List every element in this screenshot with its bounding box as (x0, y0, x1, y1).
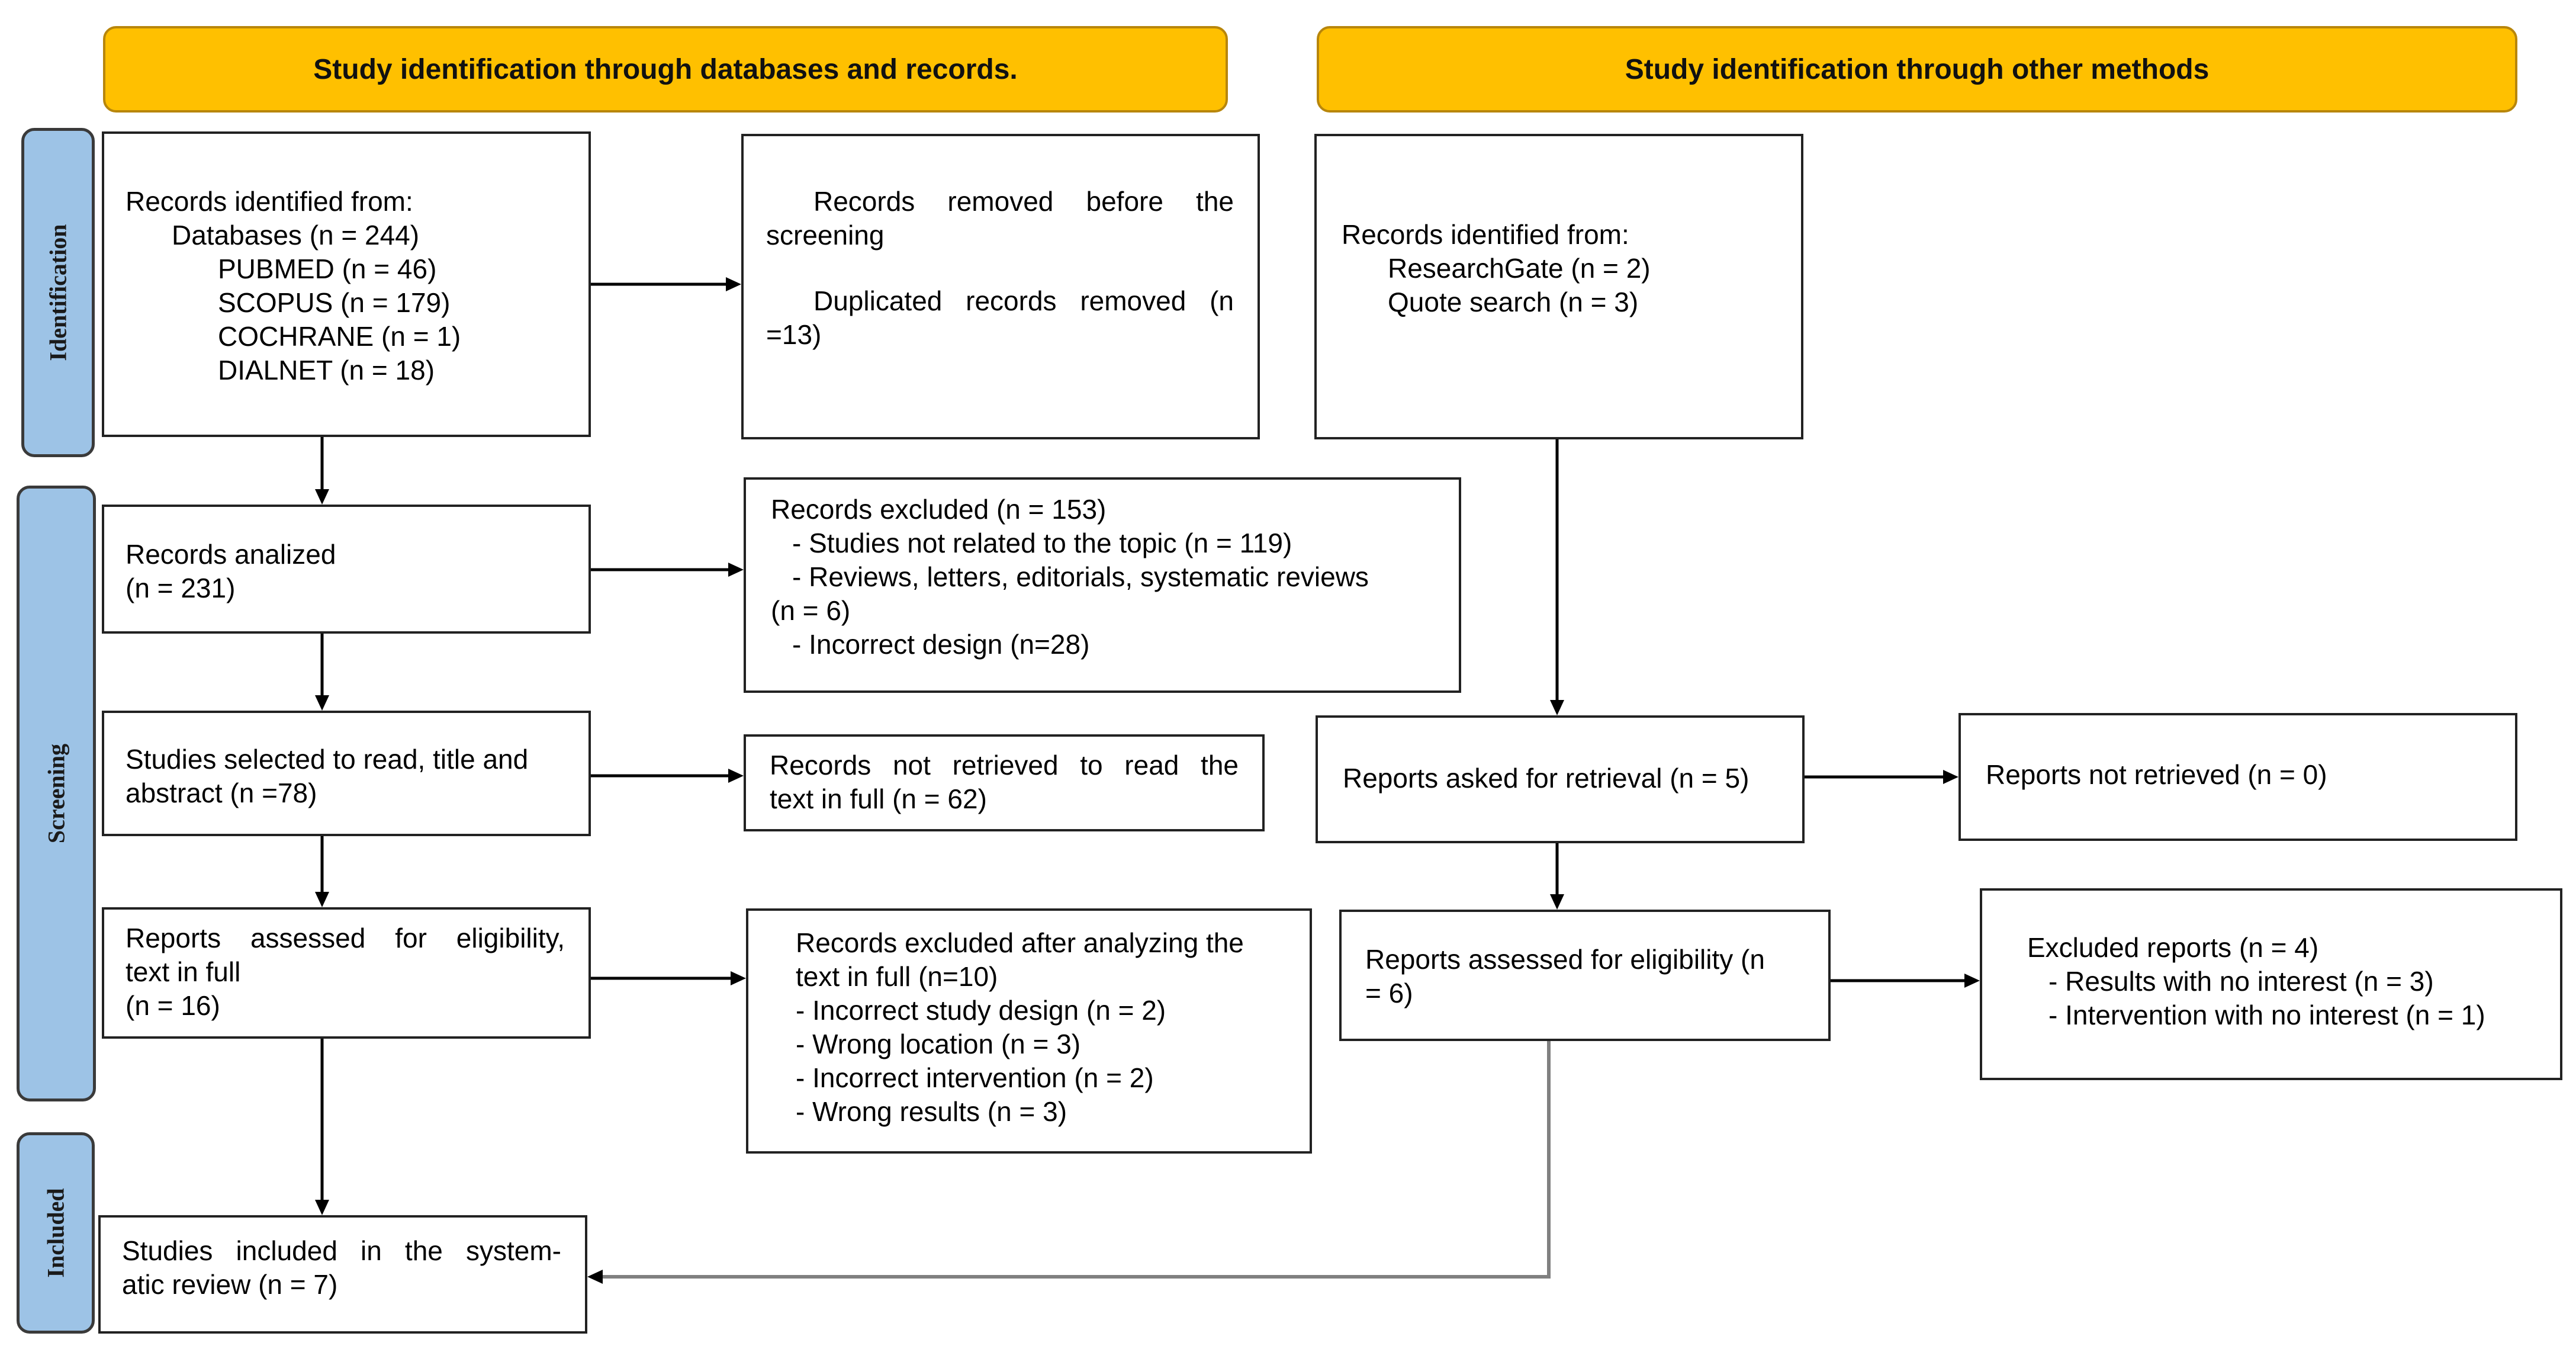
header-other-methods-text: Study identification through other metho… (1625, 53, 2210, 85)
phase-screening: Screening (17, 486, 96, 1101)
arrowhead-assessed (315, 892, 329, 907)
reports-assessed-other-line2: = 6) (1365, 978, 1413, 1008)
arrowhead-removed (726, 277, 741, 291)
box-records-identified: Records identified from: Databases (n = … (102, 131, 591, 437)
arrowhead-not-retrieved (728, 769, 744, 783)
excluded-wrong-results: - Wrong results (n = 3) (796, 1096, 1067, 1127)
not-retrieved-line2: text in full (n = 62) (770, 783, 987, 814)
arrowhead-excluded-reports (1964, 974, 1980, 988)
records-analized-line2: (n = 231) (126, 573, 236, 603)
records-excluded-title: Records excluded (n = 153) (771, 494, 1107, 525)
phase-included-label: Included (42, 1188, 69, 1278)
studies-included-line1: Studies included in the system- (122, 1235, 561, 1266)
excluded-incorrect-study-design: - Incorrect study design (n = 2) (796, 995, 1166, 1026)
reports-assessed-other-line1: Reports assessed for eligibility (n (1365, 944, 1765, 975)
records-identified-title: Records identified from: (126, 186, 413, 217)
excluded-reviews-count: (n = 6) (771, 595, 851, 626)
box-reports-assessed: Reports assessed for eligibility, text i… (102, 907, 591, 1039)
reports-assessed-line3: (n = 16) (126, 990, 220, 1021)
phase-included: Included (17, 1132, 95, 1334)
arrowhead-asked (1550, 700, 1564, 715)
box-reports-not-retrieved: Reports not retrieved (n = 0) (1958, 713, 2517, 841)
arrowhead-selected (315, 695, 329, 711)
studies-included-line2: atic review (n = 7) (122, 1269, 338, 1300)
box-excluded-reports: Excluded reports (n = 4) - Results with … (1980, 888, 2562, 1080)
excluded-intervention-no-interest: - Intervention with no interest (n = 1) (2048, 1000, 2485, 1030)
excluded-after-line2: text in full (n=10) (796, 961, 998, 992)
box-records-excluded: Records excluded (n = 153) - Studies not… (744, 477, 1461, 693)
studies-selected-line2: abstract (n =78) (126, 778, 317, 808)
header-databases: Study identification through databases a… (103, 26, 1228, 113)
excluded-incorrect-intervention: - Incorrect intervention (n = 2) (796, 1062, 1154, 1093)
records-removed-line2: Duplicated records removed (n =13) (766, 285, 1234, 350)
reports-asked-text: Reports asked for retrieval (n = 5) (1343, 763, 1750, 794)
phase-identification-label: Identification (44, 224, 72, 361)
phase-screening-label: Screening (43, 743, 70, 844)
records-analized-line1: Records analized (126, 539, 336, 570)
reports-not-retrieved-text: Reports not retrieved (n = 0) (1986, 759, 2327, 790)
excluded-results-no-interest: - Results with no interest (n = 3) (2048, 966, 2434, 997)
source-cochrane: COCHRANE (n = 1) (218, 321, 461, 352)
arrowhead-excluded (728, 563, 744, 577)
other-identified-title: Records identified from: (1342, 219, 1629, 250)
records-removed-line1: Records removed before the screening (766, 186, 1234, 250)
arrowhead-included (315, 1200, 329, 1215)
arrowhead-included-from-other (587, 1270, 603, 1284)
header-databases-text: Study identification through databases a… (313, 53, 1018, 85)
reports-assessed-line1: Reports assessed for eligibility, (126, 923, 565, 953)
source-scopus: SCOPUS (n = 179) (218, 287, 451, 318)
box-studies-selected: Studies selected to read, title and abst… (102, 711, 591, 836)
arrowhead-analized (315, 489, 329, 505)
box-reports-assessed-other: Reports assessed for eligibility (n = 6) (1339, 910, 1831, 1041)
arrowhead-excluded-after (731, 971, 746, 985)
excluded-wrong-location: - Wrong location (n = 3) (796, 1029, 1081, 1059)
databases-count: Databases (n = 244) (172, 220, 420, 250)
reports-assessed-line2: text in full (126, 956, 241, 987)
source-pubmed: PUBMED (n = 46) (218, 253, 437, 284)
box-excluded-after-analysis: Records excluded after analyzing the tex… (746, 908, 1312, 1154)
box-reports-asked: Reports asked for retrieval (n = 5) (1316, 715, 1805, 843)
not-retrieved-line1: Records not retrieved to read the (770, 750, 1239, 781)
box-other-records-identified: Records identified from: ResearchGate (n… (1314, 134, 1803, 439)
header-other-methods: Study identification through other metho… (1317, 26, 2517, 113)
excluded-after-title: Records excluded after analyzing the (796, 927, 1244, 958)
source-quote-search: Quote search (n = 3) (1388, 287, 1639, 317)
box-records-analized: Records analized (n = 231) (102, 505, 591, 634)
studies-selected-line1: Studies selected to read, title and (126, 744, 529, 775)
arrowhead-reports-not-retrieved (1943, 770, 1958, 784)
box-studies-included: Studies included in the system- atic rev… (98, 1215, 587, 1334)
source-dialnet: DIALNET (n = 18) (218, 355, 435, 386)
excluded-incorrect-design: - Incorrect design (n=28) (792, 629, 1090, 660)
arrowhead-assessed-other (1550, 894, 1564, 910)
phase-identification: Identification (21, 128, 95, 457)
excluded-not-related: - Studies not related to the topic (n = … (792, 528, 1292, 558)
box-records-not-retrieved: Records not retrieved to read the text i… (744, 734, 1265, 831)
excluded-reviews: - Reviews, letters, editorials, systemat… (792, 561, 1369, 592)
excluded-reports-title: Excluded reports (n = 4) (2027, 932, 2319, 963)
box-records-removed: Records removed before the screening Dup… (741, 134, 1260, 439)
source-researchgate: ResearchGate (n = 2) (1388, 253, 1651, 284)
